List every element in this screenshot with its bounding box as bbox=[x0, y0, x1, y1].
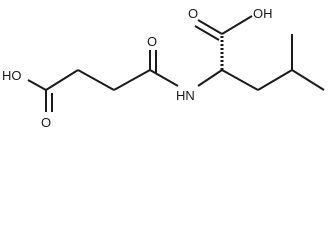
bond-cacid-oh bbox=[221, 15, 253, 35]
atom-label-ho-left: HO bbox=[2, 68, 22, 83]
atom-label-o-amide: O bbox=[147, 34, 157, 49]
bond-calpha-ch2 bbox=[221, 69, 259, 91]
bond-cacid-o-double-b bbox=[194, 25, 220, 41]
atom-label-o-left: O bbox=[41, 115, 51, 130]
bond-c1-oh bbox=[27, 79, 47, 91]
bond-n-calpha bbox=[197, 69, 223, 87]
bond-c2-c3 bbox=[77, 69, 115, 91]
bond-c1-c2 bbox=[45, 69, 79, 91]
molecule-drawing: HO O O HN OH O bbox=[2, 6, 325, 130]
structure-canvas: HO O O HN OH O bbox=[2, 6, 325, 130]
bond-ch-me2 bbox=[291, 69, 325, 91]
bond-c4-n bbox=[149, 69, 179, 87]
bond-ch2-ch bbox=[257, 69, 293, 91]
atom-label-hn: HN bbox=[176, 88, 195, 103]
bond-cacid-o-double-a bbox=[197, 19, 223, 35]
bond-c3-c4 bbox=[113, 69, 151, 91]
atom-label-oh-right: OH bbox=[253, 6, 273, 21]
atom-label-o-right: O bbox=[188, 6, 198, 21]
